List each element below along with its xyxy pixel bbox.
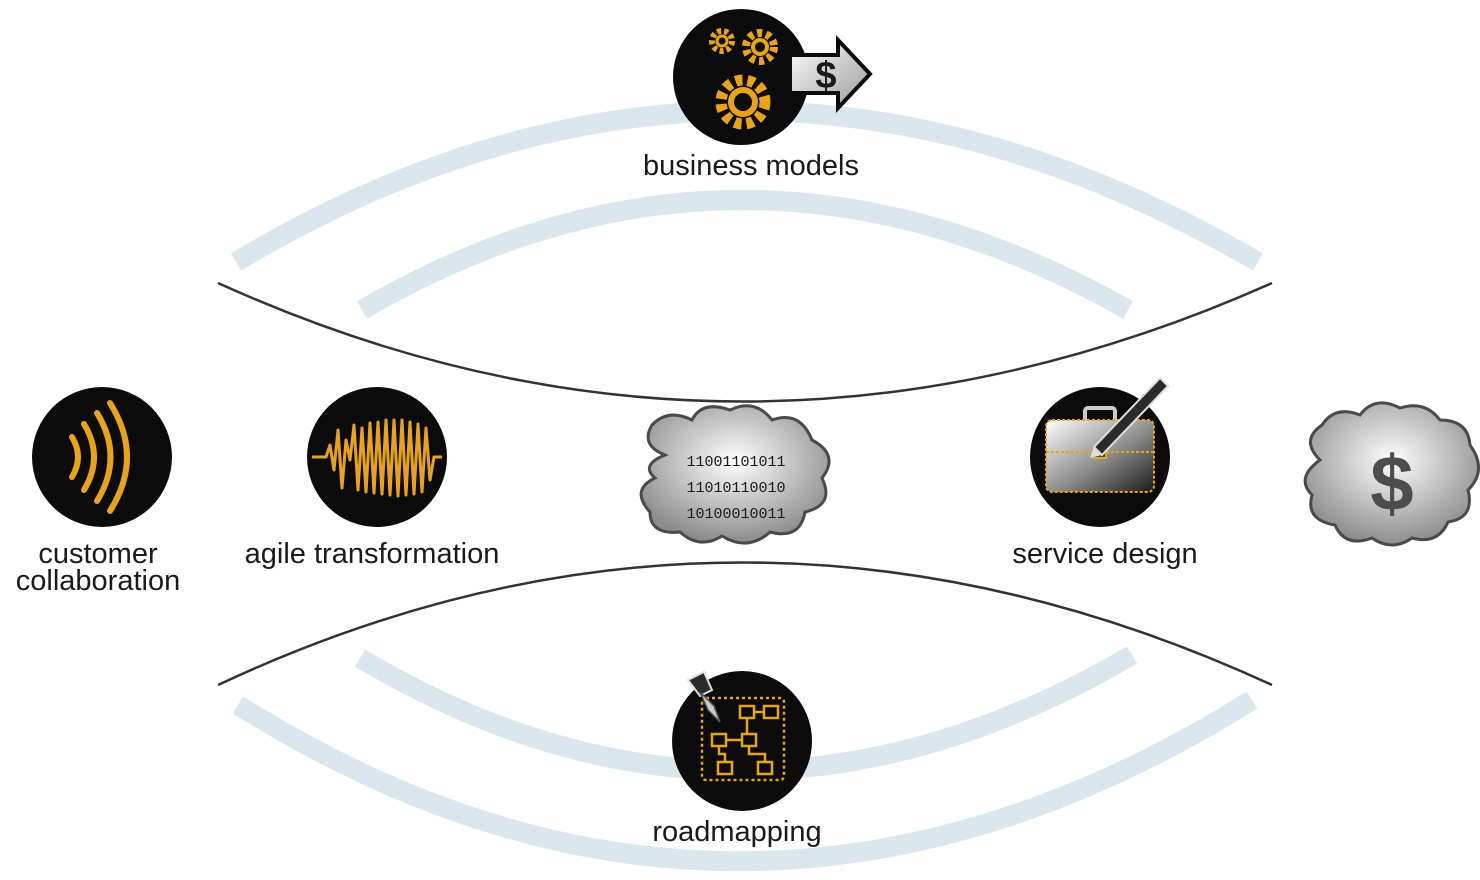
signal-waves-icon: [69, 400, 130, 514]
upper-inner-band: [356, 190, 1133, 319]
business-models-arrow-symbol: $: [815, 55, 836, 97]
label-roadmapping: roadmapping: [652, 816, 822, 848]
node-service-design[interactable]: [1030, 376, 1170, 527]
lower-outer-band: [232, 691, 1258, 872]
label-business-models: business models: [643, 150, 859, 182]
binary-line-2: 11010110010: [686, 480, 785, 497]
label-service-design: service design: [1012, 538, 1198, 570]
binary-line-3: 10100010011: [686, 506, 785, 523]
binary-cloud-icon: [639, 404, 831, 545]
briefcase-icon: [1045, 406, 1155, 493]
binary-cloud: 11001101011 11010110010 10100010011: [639, 404, 831, 545]
node-business-models[interactable]: $: [673, 9, 873, 145]
label-agile-transformation: agile transformation: [244, 538, 500, 570]
upper-dark-arc: [217, 281, 1273, 403]
customer-collaboration-icon-bg: [32, 387, 172, 527]
flowchart-icon: [700, 696, 786, 782]
money-cloud-symbol: $: [1370, 439, 1413, 527]
money-cloud: $: [1303, 401, 1480, 547]
gears-icon: [709, 28, 778, 130]
node-roadmapping[interactable]: [672, 670, 812, 811]
pushpin-icon: [686, 670, 721, 723]
binary-line-1: 11001101011: [686, 454, 785, 471]
waveform-icon: [312, 418, 442, 498]
lower-dark-arc: [217, 561, 1273, 687]
pen-icon: [1090, 376, 1170, 458]
label-customer-collaboration: customer collaboration: [15, 538, 181, 597]
node-agile-transformation[interactable]: [307, 387, 447, 527]
dollar-arrow-icon: $: [788, 34, 873, 114]
node-customer-collaboration[interactable]: [32, 387, 172, 527]
dollar-cloud-icon: [1303, 401, 1480, 547]
